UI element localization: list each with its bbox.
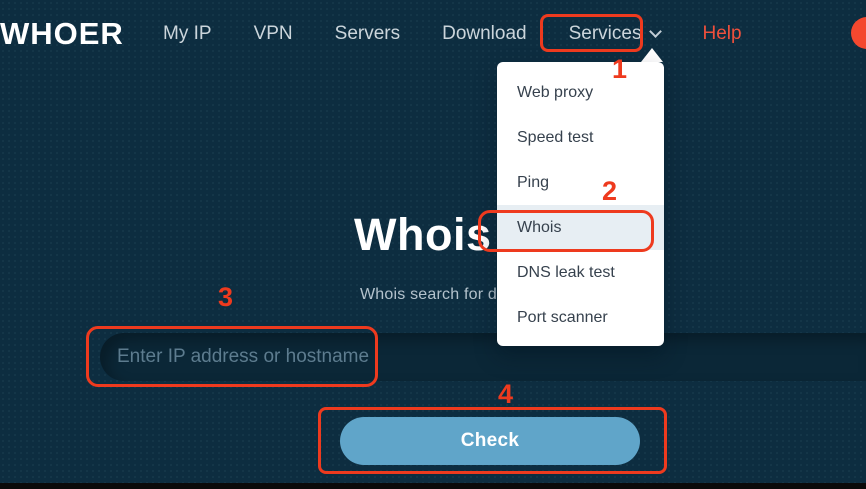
annotation-number-3: 3 <box>218 282 234 312</box>
nav-item-vpn[interactable]: VPN <box>253 23 293 44</box>
dropdown-item-ping[interactable]: Ping <box>517 174 550 191</box>
nav-services-label: Services <box>568 23 642 44</box>
dropdown-item-dns-leak-test[interactable]: DNS leak test <box>517 264 615 281</box>
services-dropdown-menu: Web proxy Speed test Ping Whois DNS leak… <box>497 62 664 346</box>
dropdown-item-whois[interactable]: Whois <box>497 205 664 250</box>
nav-item-servers[interactable]: Servers <box>334 23 401 44</box>
nav-item-download[interactable]: Download <box>442 23 527 44</box>
nav-item-my-ip[interactable]: My IP <box>163 23 212 44</box>
dropdown-caret <box>641 48 663 62</box>
chevron-down-icon <box>649 25 663 38</box>
dropdown-item-speed-test[interactable]: Speed test <box>517 129 594 146</box>
nav-item-services[interactable]: Services <box>568 23 663 45</box>
annotation-number-4: 4 <box>498 379 514 409</box>
chat-bubble-icon[interactable] <box>851 17 866 49</box>
brand-logo[interactable]: WHOER <box>0 16 124 51</box>
dropdown-item-web-proxy[interactable]: Web proxy <box>517 84 594 101</box>
main-nav: My IP VPN Servers Download Services Help <box>163 0 742 68</box>
dropdown-item-port-scanner[interactable]: Port scanner <box>517 309 608 326</box>
bottom-black-bar <box>0 483 866 489</box>
ip-hostname-input[interactable] <box>100 333 866 381</box>
check-button[interactable]: Check <box>340 417 640 465</box>
nav-item-help[interactable]: Help <box>702 23 742 44</box>
